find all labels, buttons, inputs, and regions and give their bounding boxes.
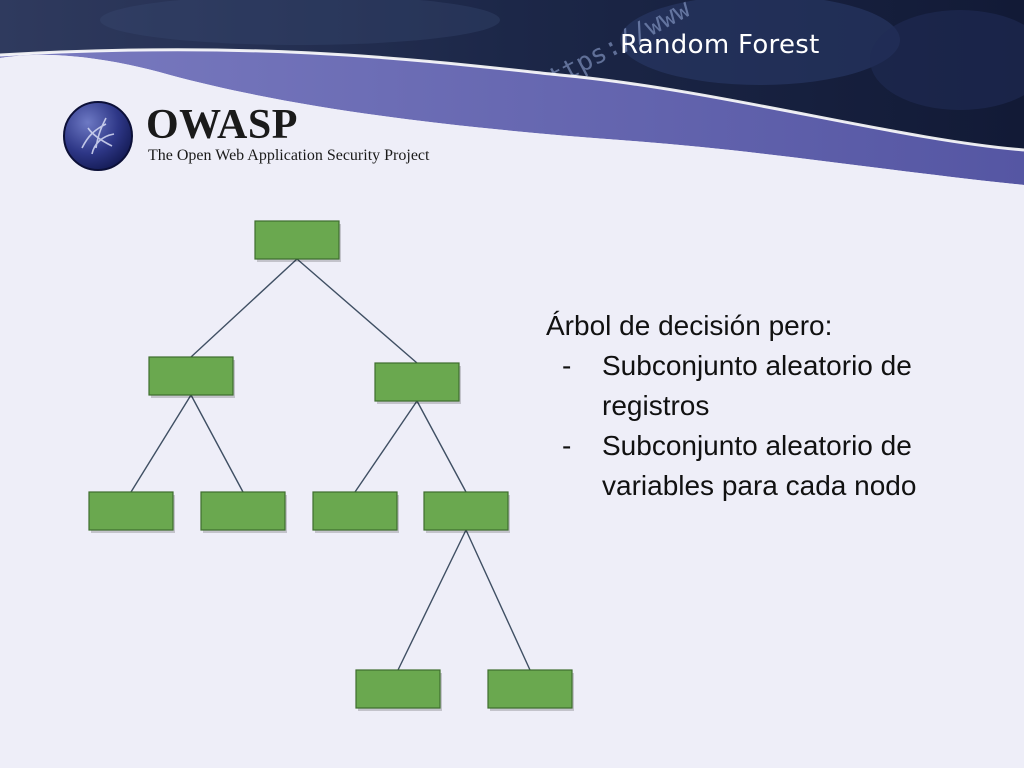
bullet-item: - Subconjunto aleatorio de registros (546, 346, 1006, 426)
tree-edge (465, 529, 531, 671)
tree-node-l1-left (148, 356, 234, 396)
description-intro: Árbol de decisión pero: (546, 310, 833, 341)
bullet-marker: - (562, 350, 572, 381)
bullet-list: - Subconjunto aleatorio de registros - S… (546, 346, 1006, 506)
tree-node-l3-a (355, 669, 441, 709)
bullet-marker: - (562, 430, 572, 461)
bullet-item: - Subconjunto aleatorio de variables par… (546, 426, 1006, 506)
header-band (0, 49, 1024, 185)
tree-node-l3-b (487, 669, 573, 709)
tree-edge (190, 258, 298, 358)
logo-tagline: The Open Web Application Security Projec… (148, 147, 430, 164)
header-highlight (0, 48, 1024, 152)
tree-edge (397, 529, 467, 671)
bullet-text: Subconjunto aleatorio de registros (602, 350, 912, 421)
tree-node-l2-c (312, 491, 398, 531)
owasp-logo: OWASP The Open Web Application Security … (62, 100, 462, 172)
tree-edge (354, 400, 418, 493)
tree-edge (296, 258, 418, 364)
header-banner: https://www (0, 0, 1024, 200)
tree-node-l2-a (88, 491, 174, 531)
tree-edge (130, 394, 192, 493)
tree-edges (130, 258, 531, 671)
tree-node-l2-d (423, 491, 509, 531)
tree-node-root (254, 220, 340, 260)
tree-edge (190, 394, 244, 493)
tree-node-l1-right (374, 362, 460, 402)
owasp-globe-icon (63, 101, 133, 171)
slide-title: Random Forest (620, 30, 820, 60)
description-block: Árbol de decisión pero: - Subconjunto al… (546, 306, 1006, 506)
tree-nodes (88, 220, 574, 711)
bullet-text: Subconjunto aleatorio de variables para … (602, 430, 917, 501)
tree-node-l2-b (200, 491, 286, 531)
tree-edge (416, 400, 467, 493)
logo-name: OWASP (146, 102, 298, 148)
